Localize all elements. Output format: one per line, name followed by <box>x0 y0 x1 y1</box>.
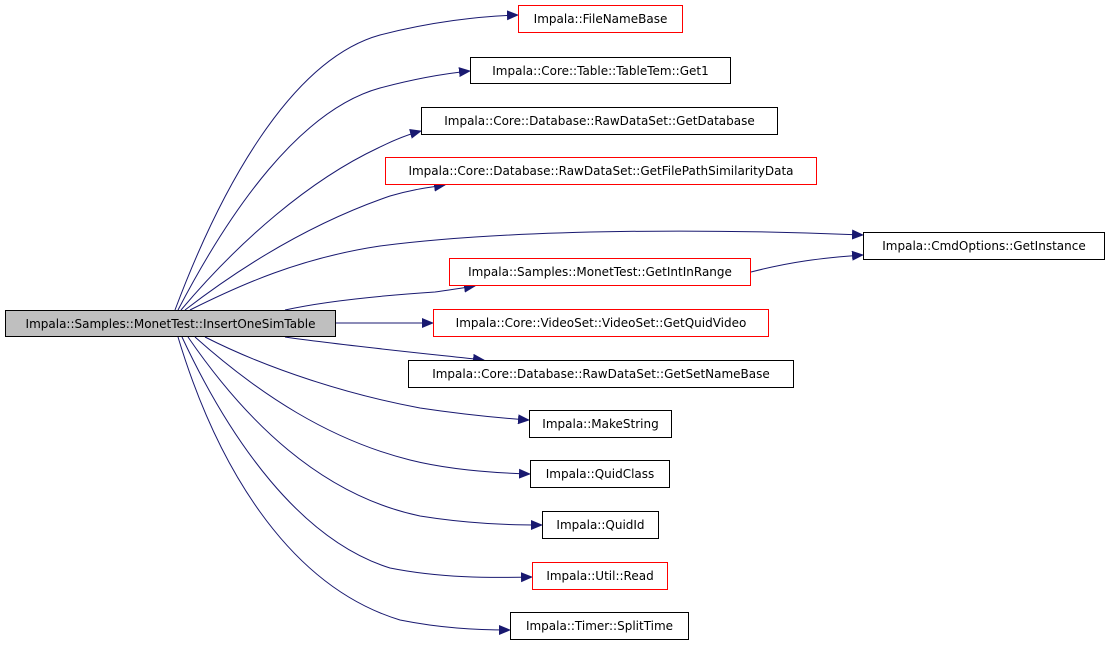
edge-to-makestring <box>204 336 530 425</box>
edge-to-getsetnamebase <box>284 336 485 364</box>
node-label: Impala::Core::Database::RawDataSet::GetS… <box>432 367 770 381</box>
node-splittime[interactable]: Impala::Timer::SplitTime <box>510 612 689 640</box>
node-label: Impala::QuidClass <box>545 467 655 481</box>
node-label: Impala::Timer::SplitTime <box>525 619 674 633</box>
node-getdatabase[interactable]: Impala::Core::Database::RawDataSet::GetD… <box>421 107 778 135</box>
node-label: Impala::CmdOptions::GetInstance <box>882 239 1086 253</box>
edge-to-quidid <box>187 336 543 530</box>
node-label: Impala::Core::VideoSet::VideoSet::GetQui… <box>455 316 747 330</box>
edge-to-splittime <box>177 336 511 635</box>
node-label: Impala::FileNameBase <box>533 12 668 26</box>
node-read[interactable]: Impala::Util::Read <box>532 562 668 590</box>
node-label: Impala::Core::Database::RawDataSet::GetF… <box>408 164 794 178</box>
node-filenamebase[interactable]: Impala::FileNameBase <box>518 5 683 33</box>
node-label: Impala::Core::Table::TableTem::Get1 <box>492 63 709 78</box>
node-label: Impala::MakeString <box>542 417 659 431</box>
node-quidid[interactable]: Impala::QuidId <box>542 511 659 539</box>
node-label: Impala::Core::Database::RawDataSet::GetD… <box>444 114 755 128</box>
edge-to-quidclass <box>194 336 531 479</box>
node-get1[interactable]: Impala::Core::Table::TableTem::Get1 <box>470 57 731 84</box>
node-label: Impala::Samples::MonetTest::GetIntInRang… <box>468 265 732 279</box>
node-getquidvideo[interactable]: Impala::Core::VideoSet::VideoSet::GetQui… <box>433 309 769 337</box>
node-getinstance[interactable]: Impala::CmdOptions::GetInstance <box>863 232 1105 260</box>
node-quidclass[interactable]: Impala::QuidClass <box>530 460 670 488</box>
node-getfilepathsimilaritydata[interactable]: Impala::Core::Database::RawDataSet::GetF… <box>385 157 817 185</box>
edge-to-getfilepath <box>184 181 446 311</box>
node-label: Impala::QuidId <box>556 518 645 532</box>
root-function-node[interactable]: Impala::Samples::MonetTest::InsertOneSim… <box>5 310 336 337</box>
edge-to-filenamebase <box>174 10 519 311</box>
node-label: Impala::Util::Read <box>546 569 654 583</box>
edge-to-getintinrange <box>284 282 476 311</box>
edge-to-getdatabase <box>180 129 422 311</box>
edge-to-get1 <box>177 67 471 311</box>
edge-to-read <box>181 336 533 583</box>
node-makestring[interactable]: Impala::MakeString <box>529 410 672 438</box>
edge-to-getinstance <box>189 229 864 311</box>
node-getsetnamebase[interactable]: Impala::Core::Database::RawDataSet::GetS… <box>408 360 794 388</box>
root-function-label: Impala::Samples::MonetTest::InsertOneSim… <box>25 316 316 331</box>
node-getintinrange[interactable]: Impala::Samples::MonetTest::GetIntInRang… <box>449 258 751 286</box>
edge-to-getintinrange-then-instance <box>750 250 864 273</box>
